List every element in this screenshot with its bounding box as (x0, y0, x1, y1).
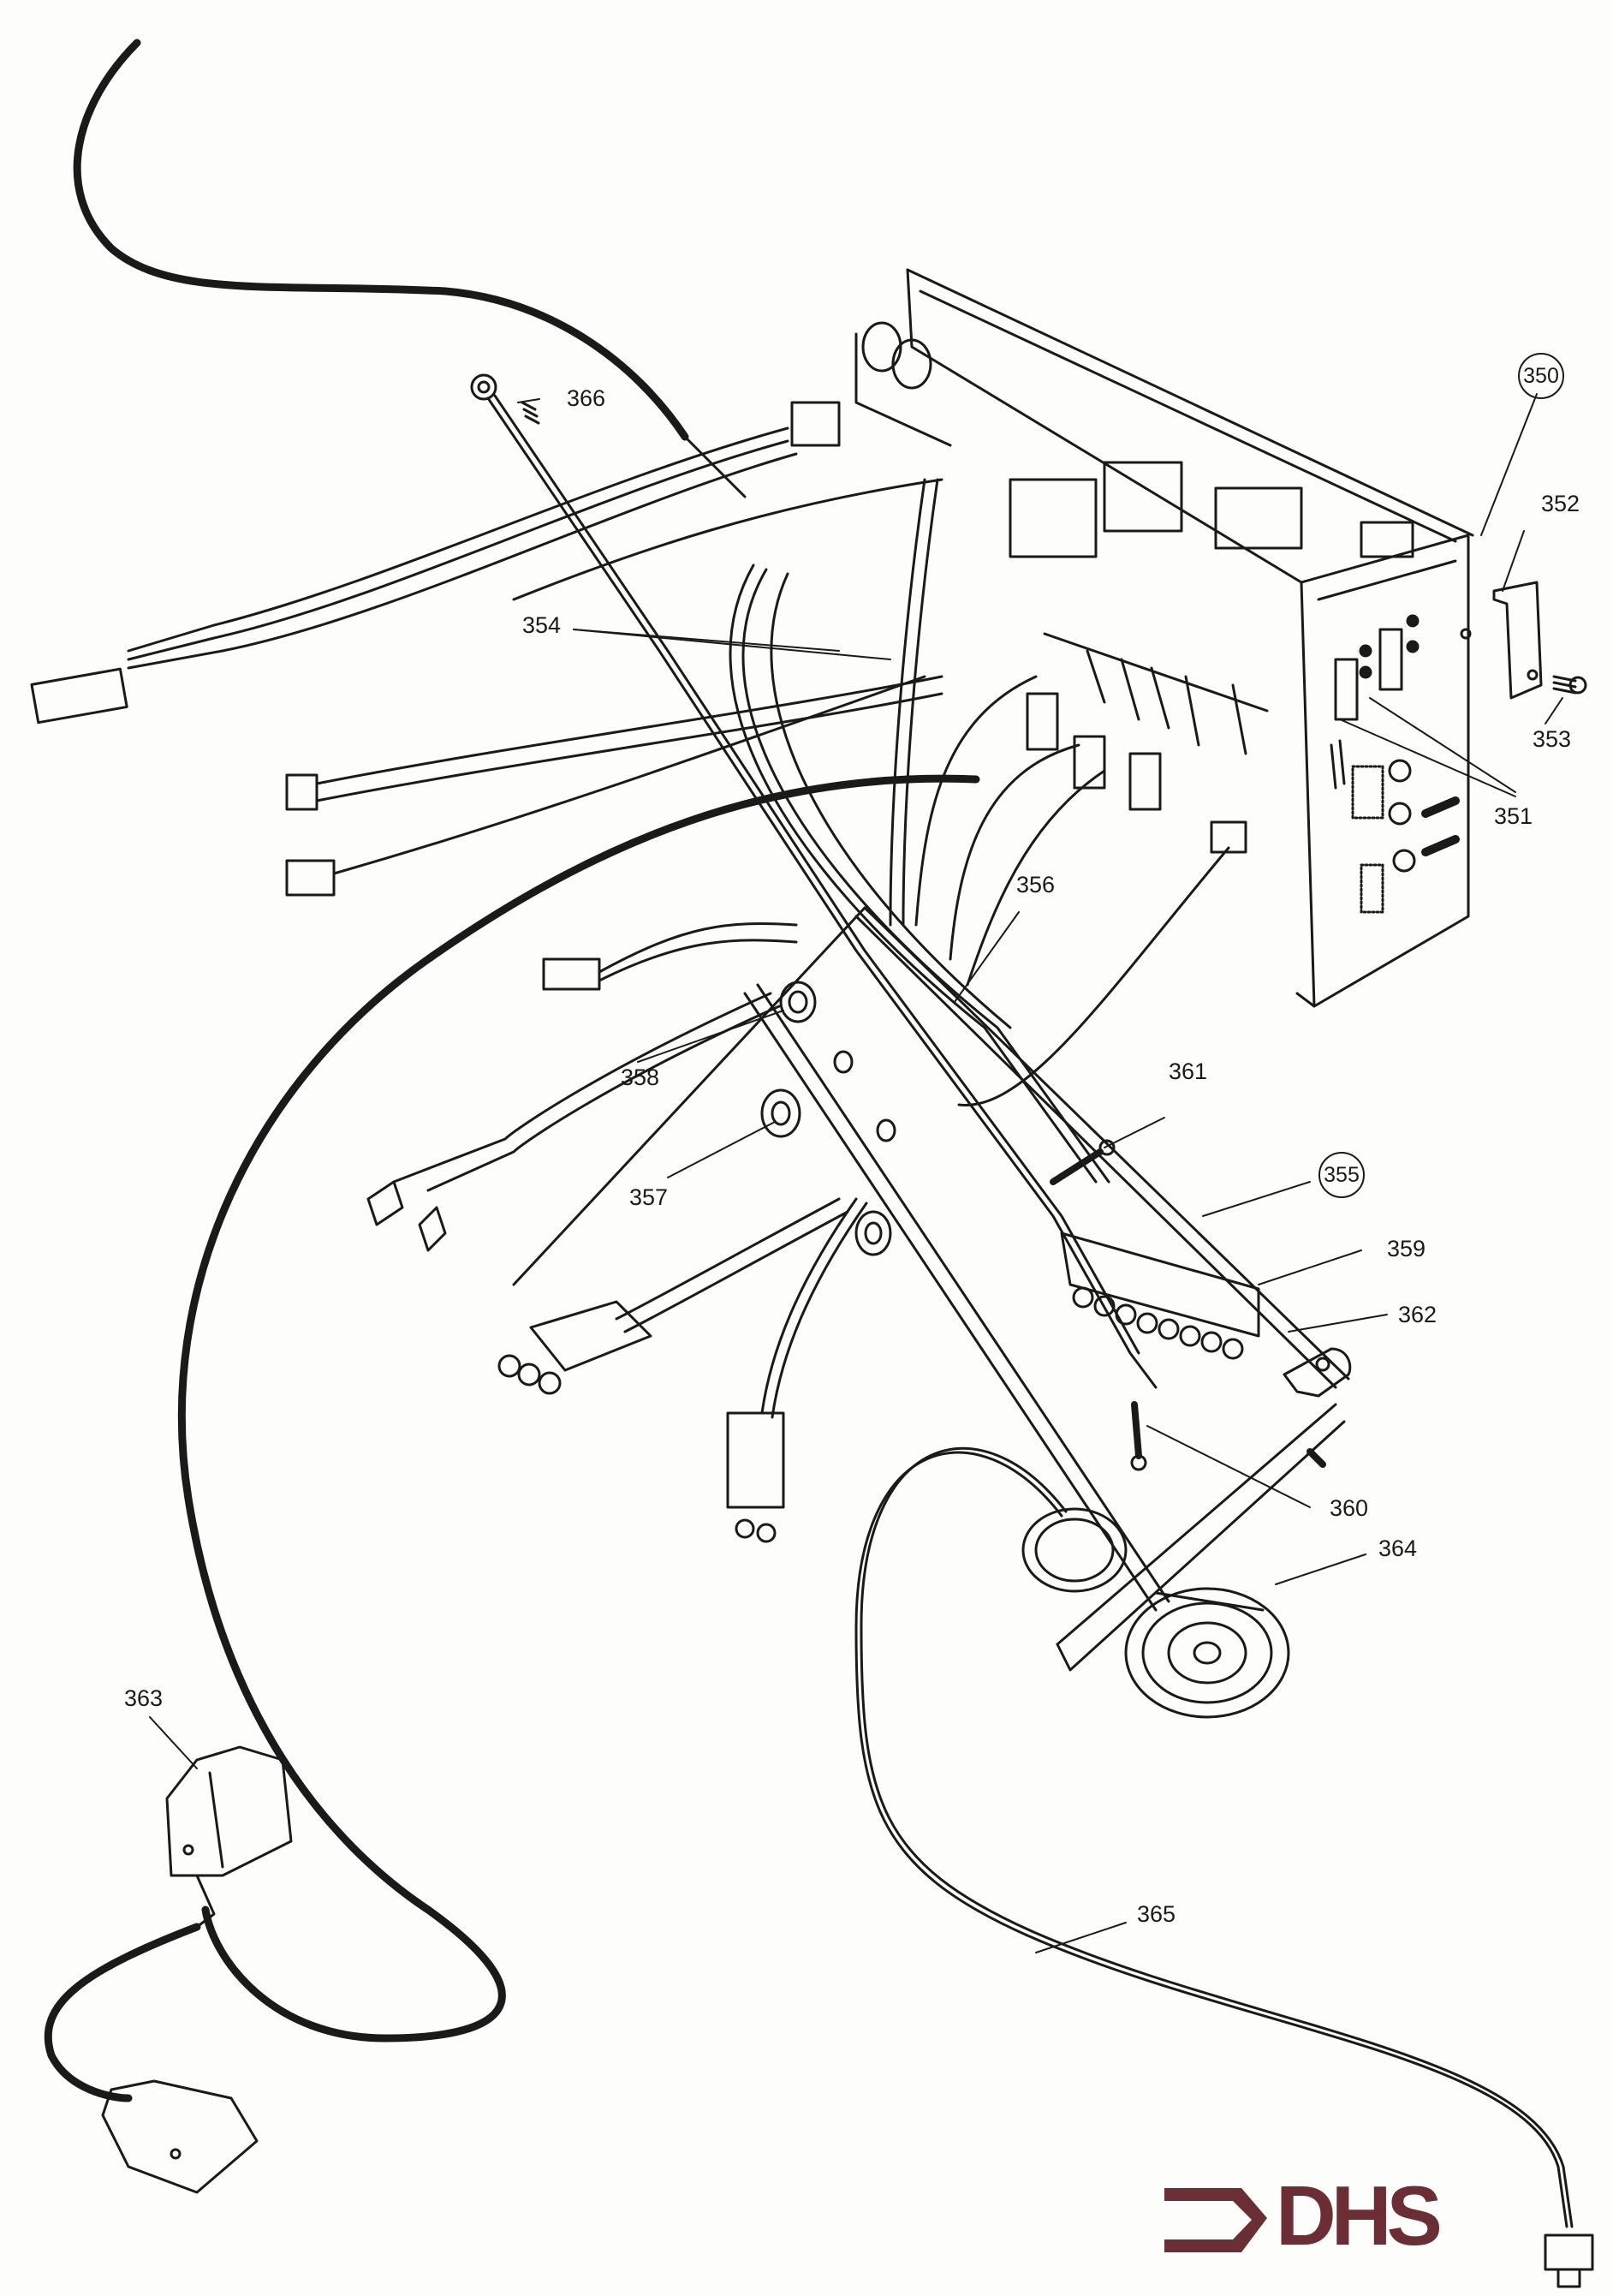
callout-359: 359 (1387, 1236, 1426, 1261)
callout-350: 350 (1518, 353, 1564, 399)
callout-360: 360 (1330, 1495, 1369, 1521)
main-power-cable (73, 39, 747, 498)
callout-358: 358 (621, 1065, 660, 1090)
three-pin-connector (497, 1197, 849, 1395)
cable-to-363 (177, 774, 980, 2043)
callout-364: 364 (1378, 1536, 1418, 1561)
callout-355: 355 (1318, 1152, 1365, 1198)
screw-360 (1130, 1401, 1326, 1471)
terminal-block-359 (1060, 1231, 1260, 1360)
callout-366: 366 (567, 385, 606, 411)
screw-353 (1552, 675, 1587, 695)
grommets-357-358 (760, 981, 896, 1256)
earth-wire-366 (470, 373, 1158, 1389)
dhs-logo-mark (1164, 2188, 1267, 2252)
control-box-350 (854, 268, 1474, 1008)
harness-left (30, 401, 943, 725)
spade-terminals (366, 992, 781, 1252)
small-connectors (285, 675, 943, 991)
lower-connector (726, 1197, 868, 1543)
callout-353: 353 (1533, 726, 1572, 752)
leader-lines (149, 393, 1563, 1953)
callout-351: 351 (1494, 803, 1533, 829)
screw-361 (1050, 1139, 1116, 1185)
cross-brace-355 (512, 906, 1350, 1672)
callout-357: 357 (629, 1184, 669, 1210)
callout-354: 354 (522, 612, 562, 638)
bracket-352 (1492, 581, 1543, 700)
callout-363: 363 (124, 1685, 164, 1711)
terminal-block-holes (1072, 1286, 1244, 1360)
callout-352: 352 (1541, 491, 1580, 516)
callout-356: 356 (1016, 872, 1056, 898)
callout-362: 362 (1398, 1302, 1437, 1327)
capillary-365 (854, 1446, 1594, 2288)
callout-365: 365 (1137, 1901, 1176, 1927)
callout-361: 361 (1169, 1059, 1208, 1084)
plug-363 (44, 1745, 293, 2194)
dial-364 (1021, 1507, 1290, 1719)
dhs-logo: DHS (1276, 2168, 1443, 2263)
bracket-362 (1283, 1347, 1352, 1398)
